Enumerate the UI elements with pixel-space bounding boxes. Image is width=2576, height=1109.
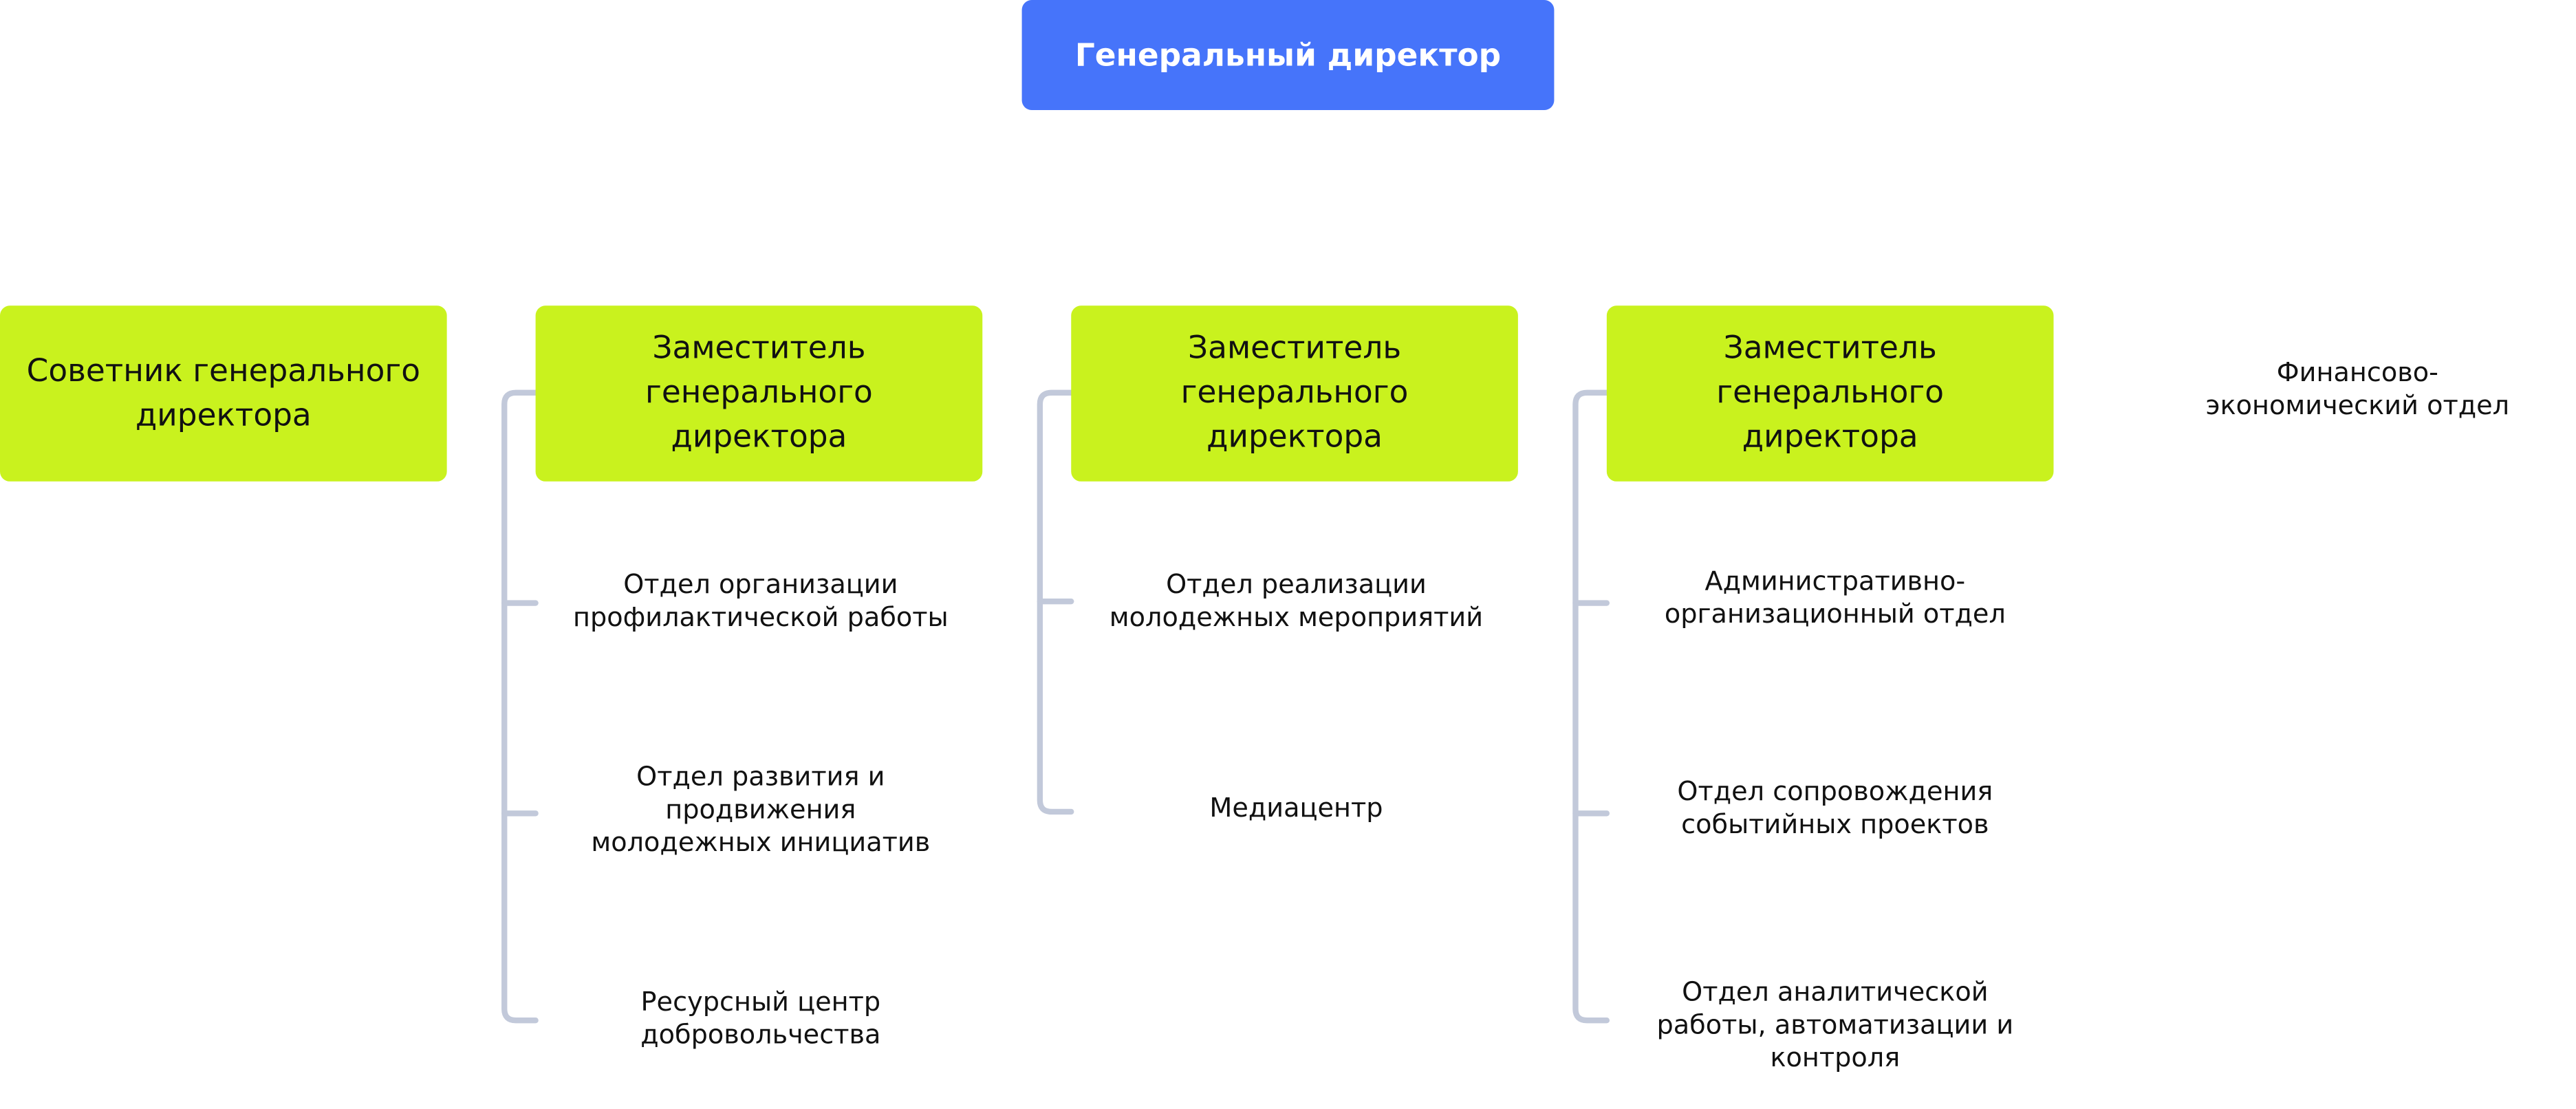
advisor-box: Советник генерального директора xyxy=(0,305,447,482)
deputy-3-label: Заместитель генерального директора xyxy=(1716,330,1945,455)
deputy-1-label: Заместитель генерального директора xyxy=(645,330,873,455)
connector-deputy-3 xyxy=(1572,389,1610,1024)
ceo-label: Генеральный директор xyxy=(1074,36,1502,74)
finance-department: Финансово-экономический отдел xyxy=(2205,356,2510,421)
connector-deputy-1 xyxy=(501,389,539,1024)
deputy-3-box: Заместитель генерального директора xyxy=(1606,305,2054,482)
department-item: Отдел аналитической работы, автоматизаци… xyxy=(1656,976,2014,1073)
deputy-2-label: Заместитель генерального директора xyxy=(1180,330,1409,455)
deputy-1-box: Заместитель генерального директора xyxy=(535,305,983,482)
ceo-box: Генеральный директор xyxy=(1021,0,1555,111)
department-item: Ресурсный центр добровольчества xyxy=(640,986,881,1051)
deputy-2-box: Заместитель генерального директора xyxy=(1071,305,1518,482)
department-item: Медиацентр xyxy=(1209,792,1383,823)
department-item: Административно-организационный отдел xyxy=(1664,565,2006,629)
department-item: Отдел сопровождения событийных проектов xyxy=(1677,775,1993,840)
department-item: Отдел реализации молодежных мероприятий xyxy=(1109,568,1484,633)
department-item: Отдел развития и продвижения молодежных … xyxy=(591,760,931,858)
advisor-label: Советник генерального директора xyxy=(26,352,420,433)
department-item: Отдел организации профилактической работ… xyxy=(572,568,949,633)
